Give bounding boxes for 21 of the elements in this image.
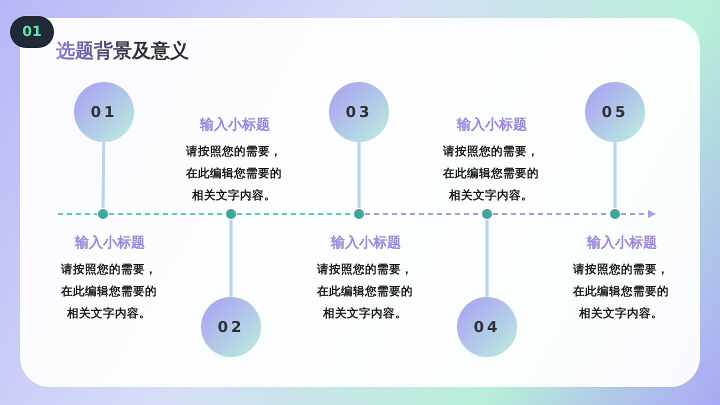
body-text: 请按照您的需要，在此编辑您需要的相关文字内容。: [442, 143, 540, 204]
subtitle: 输入小标题: [74, 234, 146, 252]
subtitle: 输入小标题: [456, 116, 528, 134]
timeline-line: [58, 213, 97, 215]
connector-line: [102, 142, 106, 208]
timeline-line: [365, 213, 481, 215]
body-text: 请按照您的需要，在此编辑您需要的相关文字内容。: [572, 261, 670, 322]
connector-line: [486, 220, 488, 297]
timeline-line: [493, 213, 609, 215]
connector-line: [358, 142, 360, 208]
timeline-line: [109, 213, 225, 215]
body-text: 请按照您的需要，在此编辑您需要的相关文字内容。: [60, 261, 158, 322]
timeline-line: [237, 213, 353, 215]
subtitle: 输入小标题: [198, 116, 271, 134]
body-text: 请按照您的需要，在此编辑您需要的相关文字内容。: [185, 143, 283, 204]
subtitle: 输入小标题: [586, 234, 658, 252]
subtitle: 输入小标题: [330, 234, 402, 252]
body-text: 请按照您的需要，在此编辑您需要的相关文字内容。: [316, 261, 414, 322]
connector-line: [230, 220, 232, 297]
number-badge: 01: [10, 16, 54, 48]
connector-line: [614, 142, 616, 208]
